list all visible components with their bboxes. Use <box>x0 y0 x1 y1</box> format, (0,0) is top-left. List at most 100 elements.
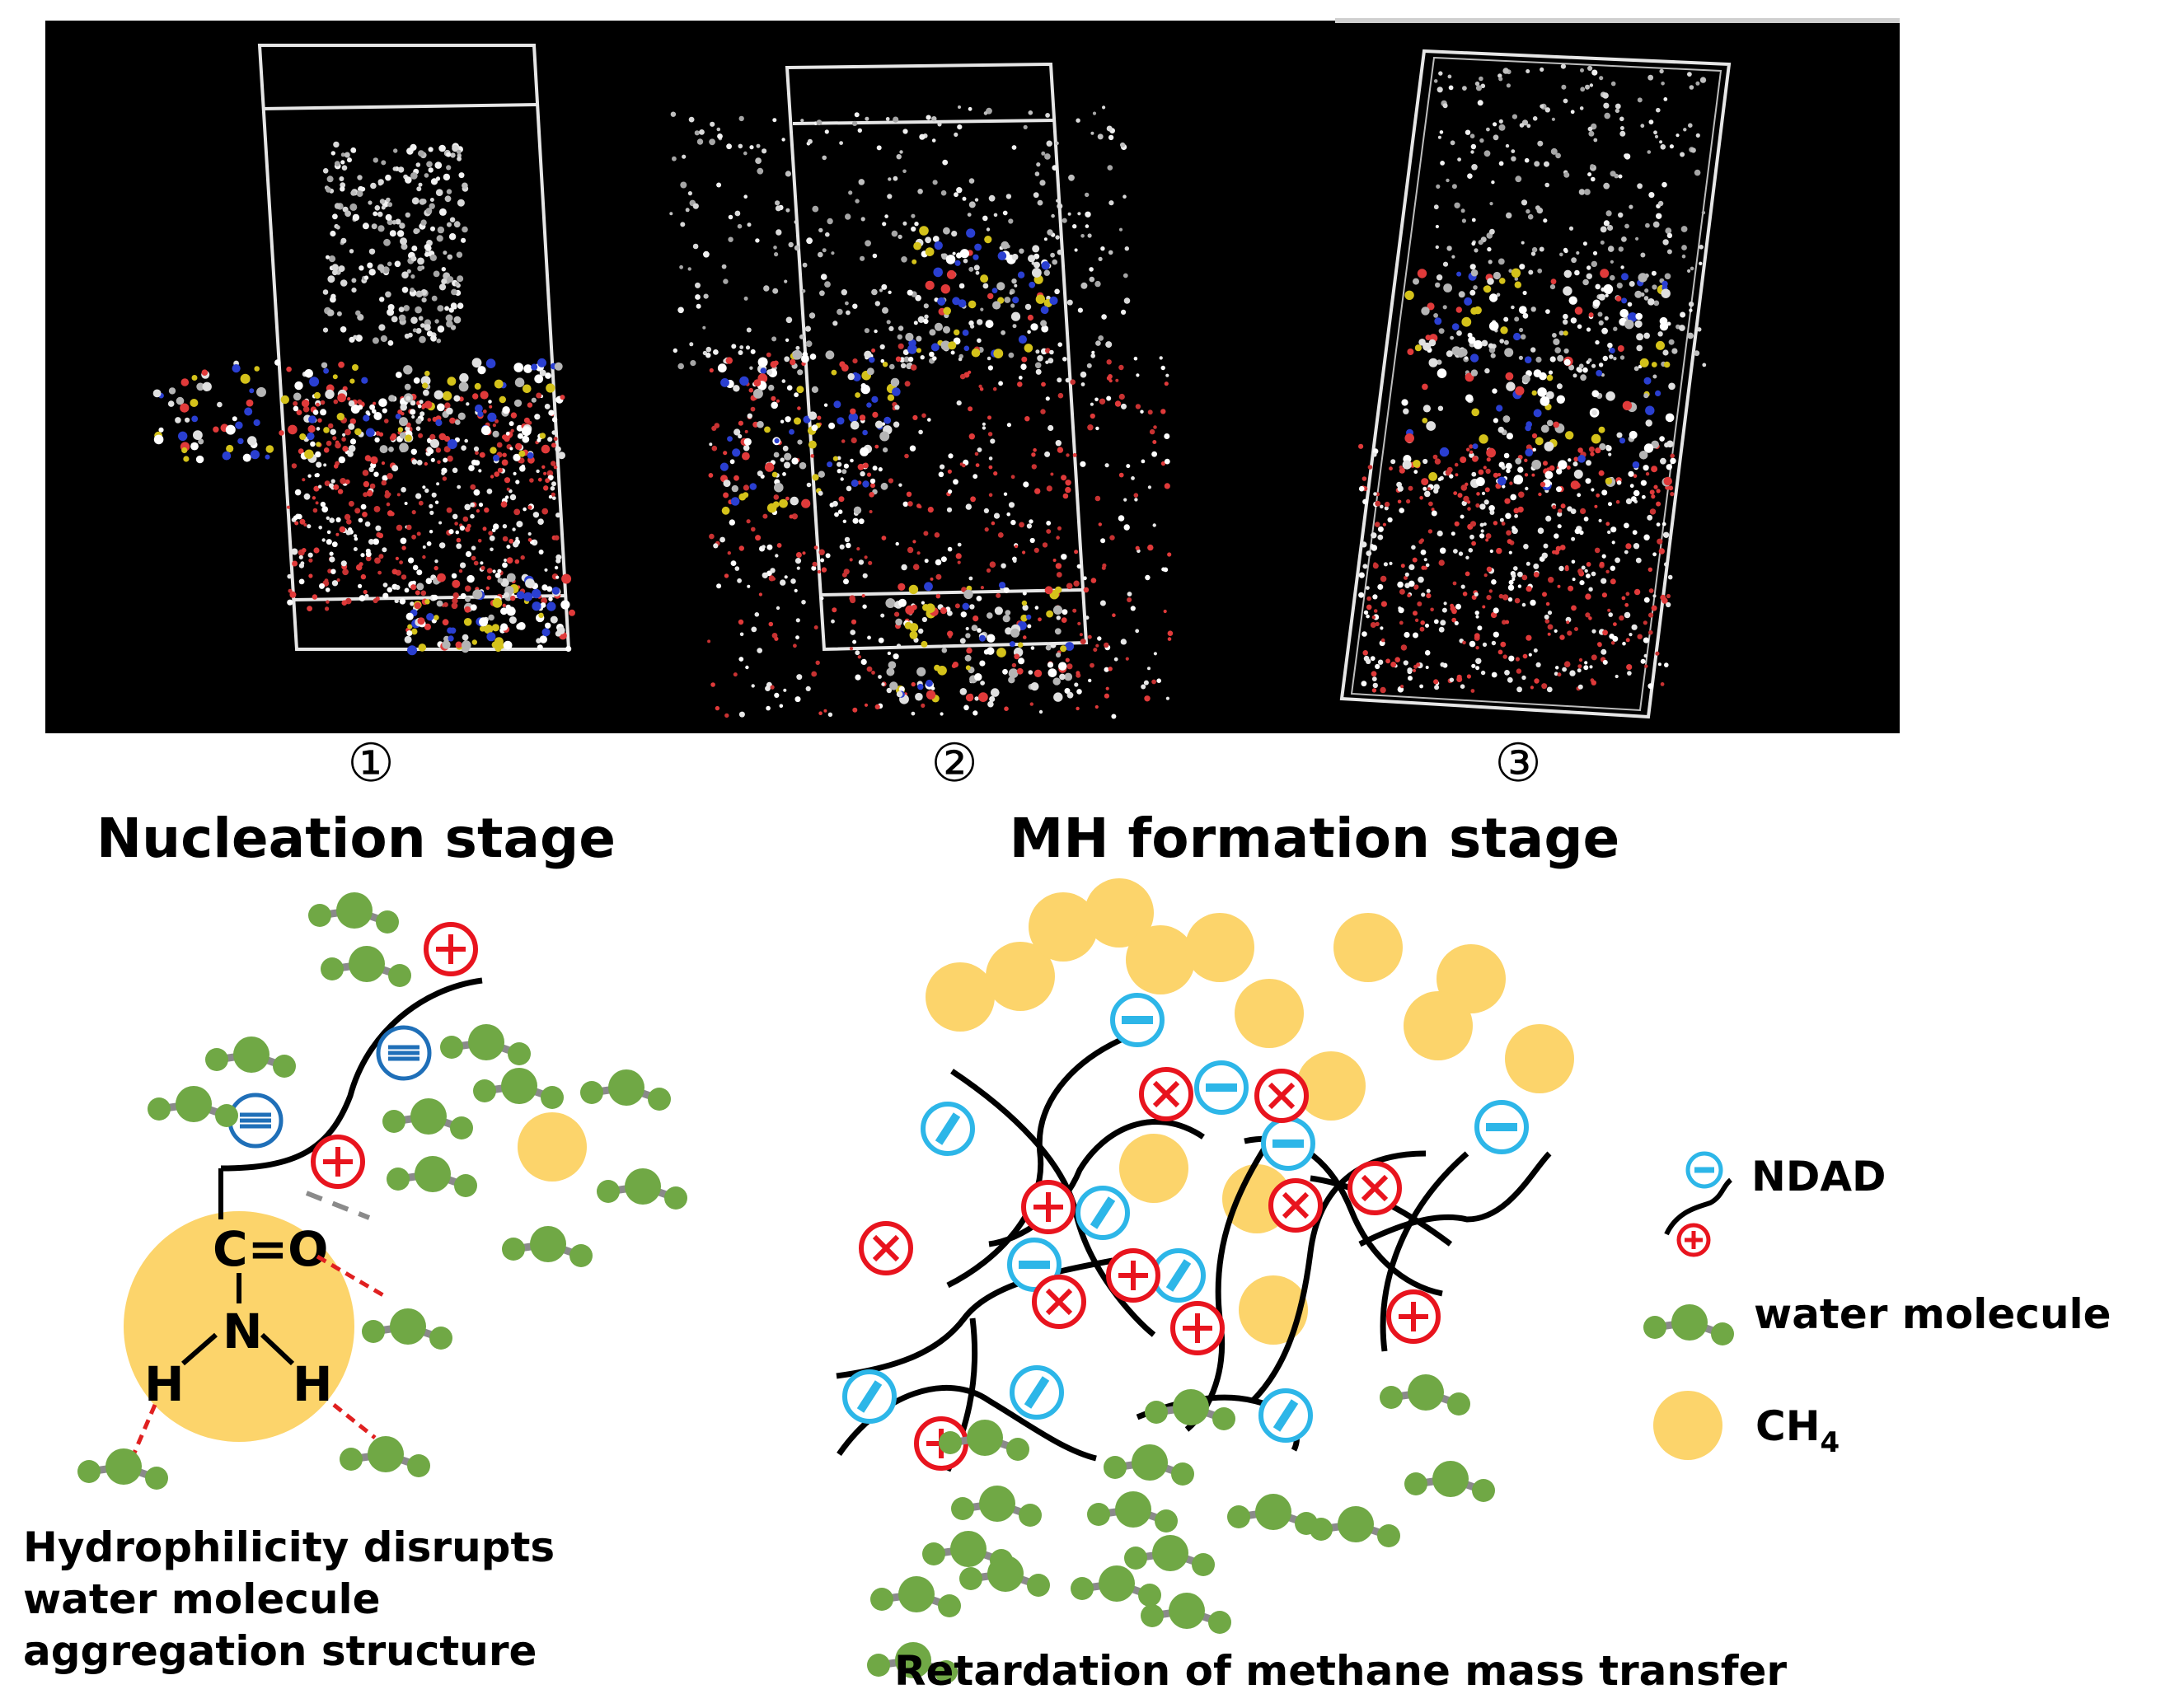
snapshot-3 <box>1339 49 1732 719</box>
atom <box>987 634 996 643</box>
atom <box>1670 457 1676 465</box>
atom <box>812 205 819 213</box>
atom <box>874 420 883 428</box>
atom <box>1610 260 1614 264</box>
atom <box>1694 350 1700 357</box>
water-molecule <box>870 1576 961 1617</box>
atom <box>1482 605 1486 609</box>
atom <box>446 407 453 415</box>
atom <box>992 301 1001 310</box>
atom <box>932 236 940 242</box>
atom <box>1526 208 1530 214</box>
atom <box>1632 530 1638 536</box>
atom <box>780 419 785 423</box>
atom <box>1094 495 1101 502</box>
atom <box>1652 594 1657 598</box>
atom <box>565 645 572 653</box>
legend: NDAD water molecule CH4 <box>1643 1151 2111 1460</box>
atom <box>363 492 368 498</box>
atom <box>410 628 418 635</box>
atom <box>986 227 991 232</box>
atom <box>1011 662 1017 668</box>
atom <box>1460 484 1468 491</box>
anion-icon <box>1261 1391 1310 1440</box>
atom <box>947 546 953 552</box>
atom <box>749 145 754 150</box>
atom <box>462 516 469 522</box>
atom <box>886 667 895 676</box>
atom <box>845 301 849 306</box>
atom <box>962 463 966 468</box>
atom <box>996 592 1001 598</box>
atom <box>385 213 392 221</box>
atom <box>923 531 929 536</box>
atom <box>322 289 329 295</box>
atom <box>1436 274 1443 281</box>
atom <box>839 361 846 367</box>
atom <box>1491 579 1497 585</box>
atom <box>1557 512 1563 517</box>
atom <box>996 282 1005 291</box>
atom <box>915 294 921 302</box>
atom <box>410 172 418 180</box>
atom <box>958 283 965 289</box>
atom <box>1065 642 1075 651</box>
atom <box>387 339 394 346</box>
cation-icon-1 <box>313 1137 363 1186</box>
atom <box>1473 339 1483 349</box>
atom <box>411 534 416 540</box>
atom <box>929 329 936 336</box>
atom <box>1697 327 1702 332</box>
atom <box>545 372 551 379</box>
atom <box>1548 577 1554 583</box>
atom <box>1580 374 1586 381</box>
water-molecule <box>1124 1535 1215 1576</box>
atom <box>429 530 434 534</box>
atom <box>334 203 341 209</box>
atom <box>487 412 497 422</box>
atom <box>843 578 849 585</box>
atom <box>688 116 695 123</box>
atom <box>1019 522 1024 528</box>
atom <box>878 467 883 472</box>
atom <box>918 429 923 435</box>
atom <box>1404 631 1410 639</box>
atom <box>321 362 328 368</box>
atom <box>1502 68 1509 74</box>
atom <box>1098 256 1103 261</box>
atom <box>1573 470 1583 479</box>
atom <box>506 557 513 564</box>
atom <box>404 587 410 593</box>
atom <box>772 118 777 123</box>
atom <box>745 345 751 350</box>
atom <box>1615 103 1621 110</box>
atom <box>1403 660 1408 666</box>
atom <box>1481 339 1488 347</box>
atom <box>1055 586 1062 594</box>
atom <box>491 624 500 632</box>
atom <box>1586 327 1591 332</box>
atom <box>1106 359 1112 365</box>
atom <box>443 457 448 463</box>
atom <box>1608 502 1612 507</box>
water-molecule <box>77 1448 168 1490</box>
atom <box>401 574 407 580</box>
atom <box>1586 265 1591 270</box>
atom <box>380 335 387 343</box>
atom <box>1690 266 1694 271</box>
water-molecule <box>321 946 411 987</box>
atom <box>1647 150 1652 154</box>
atom <box>921 601 925 605</box>
atom <box>1453 491 1458 495</box>
atom <box>332 374 338 380</box>
atom <box>1061 475 1067 481</box>
atom <box>1076 671 1080 676</box>
atom <box>1668 339 1675 345</box>
atom <box>1089 276 1095 283</box>
atom <box>758 592 763 597</box>
atom <box>1455 473 1459 477</box>
atom <box>326 186 331 193</box>
atom <box>474 382 481 390</box>
atom <box>1563 171 1570 178</box>
atom <box>1610 81 1616 87</box>
